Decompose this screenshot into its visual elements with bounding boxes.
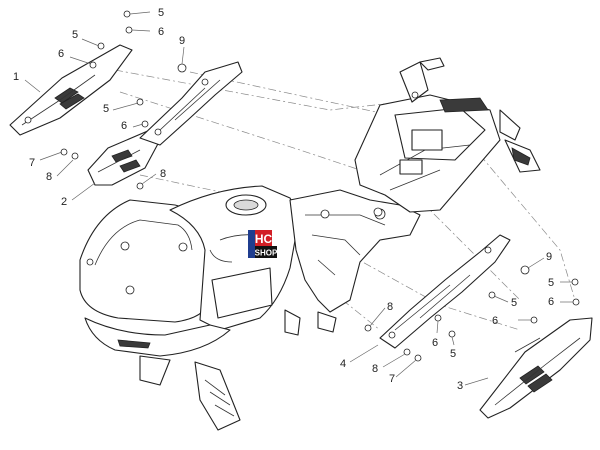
bolt-icon	[178, 242, 188, 252]
callout-5: 5	[450, 348, 456, 360]
washer-icon	[434, 314, 442, 322]
clip-icon	[364, 324, 372, 332]
callout-labels: 5 6 9 5 6 1 5 6 7 8 8 2 9 5 6 8 5 6 6 5 …	[13, 7, 554, 392]
callout-8: 8	[387, 301, 393, 313]
bolt-icon	[86, 258, 94, 266]
callout-6: 6	[492, 315, 498, 327]
washer-icon	[89, 61, 97, 69]
callout-9: 9	[179, 35, 185, 47]
logo-blue-bar	[248, 230, 255, 258]
screw-icon	[136, 98, 144, 106]
callout-5: 5	[511, 297, 517, 309]
callout-4: 4	[340, 358, 346, 370]
fasteners	[60, 10, 580, 362]
main-frame	[284, 189, 421, 336]
washer-icon	[125, 26, 133, 34]
part-1-left-side-cover	[9, 44, 133, 136]
part-4-right-inner-bracket	[379, 234, 511, 349]
callout-5: 5	[103, 103, 109, 115]
screw-icon	[97, 42, 105, 50]
callout-5: 5	[158, 7, 164, 19]
callout-7: 7	[29, 157, 35, 169]
callout-5: 5	[548, 277, 554, 289]
callout-2: 2	[61, 196, 67, 208]
clip-icon	[71, 152, 79, 160]
fuel-tank-front-cover	[79, 199, 211, 323]
rear-subframe	[354, 57, 541, 217]
callout-6: 6	[158, 26, 164, 38]
part-3-right-side-cover	[479, 317, 593, 419]
callout-5: 5	[72, 29, 78, 41]
bolt-icon	[120, 241, 130, 251]
part-2-left-inner-panel	[87, 129, 161, 186]
callout-6: 6	[121, 120, 127, 132]
clip-icon	[403, 348, 411, 356]
screw-icon	[448, 330, 456, 338]
front-fairing-lower	[84, 317, 231, 386]
screw-icon	[123, 10, 131, 18]
callout-8: 8	[160, 168, 166, 180]
screw-icon	[488, 291, 496, 299]
bolt-icon	[373, 207, 383, 217]
bolt-icon	[125, 285, 135, 295]
callout-3: 3	[457, 380, 463, 392]
callout-6: 6	[58, 48, 64, 60]
screw-icon	[571, 278, 579, 286]
nut-icon	[177, 63, 187, 73]
callout-6: 6	[548, 296, 554, 308]
callout-7: 7	[389, 373, 395, 385]
fuel-tank	[169, 185, 298, 331]
logo-top-text: HC	[255, 232, 273, 246]
washer-icon	[572, 298, 580, 306]
front-fork-leg	[194, 361, 241, 431]
nut-icon	[520, 265, 530, 275]
leader-lines	[24, 11, 573, 386]
callout-1: 1	[13, 71, 19, 83]
logo-red-block	[255, 230, 272, 246]
hc-shop-logo: HC SHOP	[248, 230, 278, 258]
clip-icon	[414, 354, 422, 362]
left-inner-bracket	[139, 61, 243, 146]
callout-8: 8	[372, 363, 378, 375]
callout-8: 8	[46, 171, 52, 183]
clip-icon	[136, 182, 144, 190]
logo-dark-block	[255, 246, 277, 258]
callout-9: 9	[546, 251, 552, 263]
bolt-icon	[320, 209, 330, 219]
callout-6: 6	[432, 337, 438, 349]
logo-bottom-text: SHOP	[255, 249, 278, 258]
